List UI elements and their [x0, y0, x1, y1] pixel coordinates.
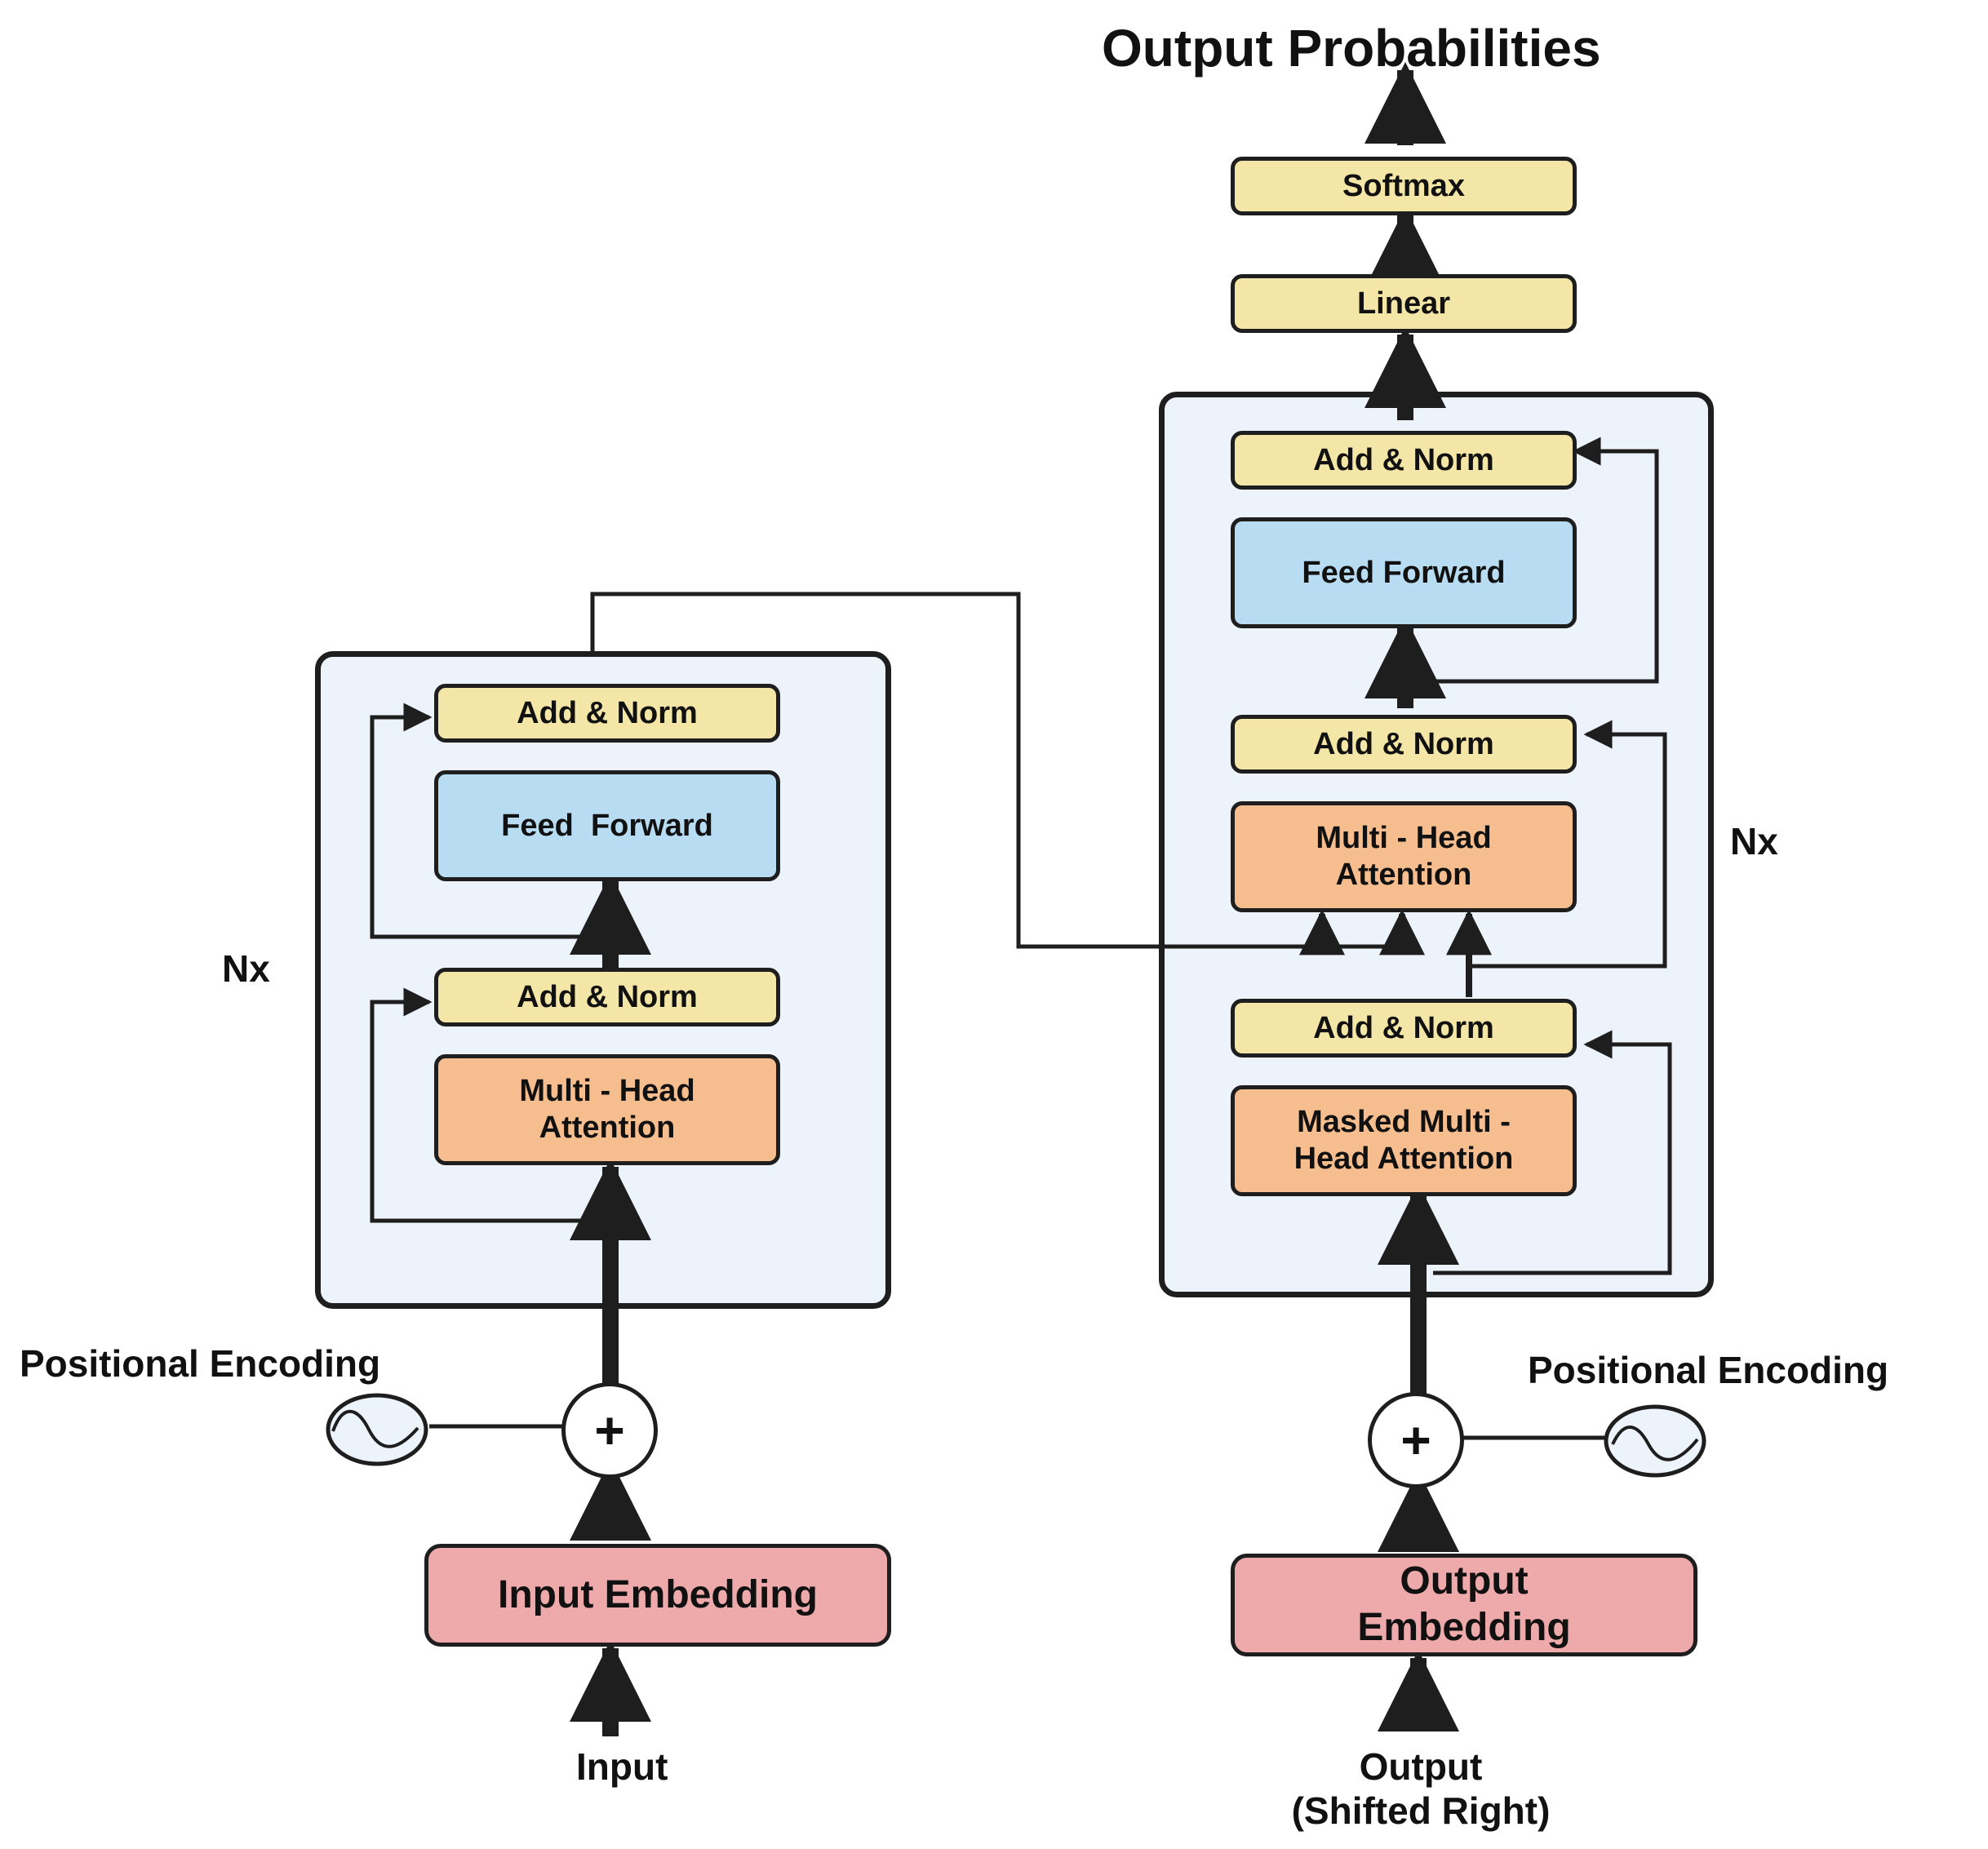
encoder-feed-forward: Feed Forward [434, 770, 780, 881]
encoder-nx-label: Nx [222, 947, 270, 990]
sine-wave-icon [1604, 1404, 1706, 1478]
softmax-box: Softmax [1231, 157, 1577, 215]
decoder-add-norm-3: Add & Norm [1231, 431, 1577, 490]
output-embedding-box: Output Embedding [1231, 1554, 1697, 1656]
input-label: Input [576, 1745, 668, 1788]
masked-line2: Head Attention [1294, 1142, 1514, 1176]
sine-wave-icon [326, 1393, 428, 1466]
output-embedding-line2: Embedding [1357, 1606, 1571, 1649]
masked-line1: Masked Multi - [1297, 1105, 1511, 1140]
linear-box: Linear [1231, 274, 1577, 333]
encoder-add-norm-1: Add & Norm [434, 968, 780, 1026]
input-embedding-box: Input Embedding [424, 1544, 891, 1647]
encoder-multi-head-attention: Multi - Head Attention [434, 1054, 780, 1165]
decoder-add-norm-2: Add & Norm [1231, 715, 1577, 774]
decoder-multi-head-attention: Multi - Head Attention [1231, 801, 1577, 912]
decoder-feed-forward: Feed Forward [1231, 517, 1577, 628]
encoder-positional-encoding-label: Positional Encoding [20, 1342, 381, 1385]
decoder-mha-line1: Multi - Head [1316, 821, 1492, 856]
encoder-mha-line2: Attention [539, 1111, 676, 1145]
output-shifted-line2: (Shifted Right) [1291, 1789, 1551, 1833]
decoder-masked-attention: Masked Multi - Head Attention [1231, 1085, 1577, 1196]
decoder-mha-line2: Attention [1335, 858, 1472, 892]
output-shifted-line1: Output [1359, 1745, 1483, 1788]
encoder-add-norm-2: Add & Norm [434, 684, 780, 743]
decoder-plus-icon: + [1368, 1392, 1464, 1488]
output-probabilities-label: Output Probabilities [1102, 19, 1601, 78]
decoder-add-norm-1: Add & Norm [1231, 999, 1577, 1058]
output-shifted-label: Output (Shifted Right) [1254, 1745, 1588, 1833]
encoder-plus-icon: + [561, 1382, 658, 1479]
encoder-mha-line1: Multi - Head [519, 1074, 695, 1109]
decoder-positional-encoding-label: Positional Encoding [1528, 1349, 1889, 1391]
decoder-nx-label: Nx [1730, 820, 1778, 862]
output-embedding-line1: Output [1400, 1559, 1529, 1603]
